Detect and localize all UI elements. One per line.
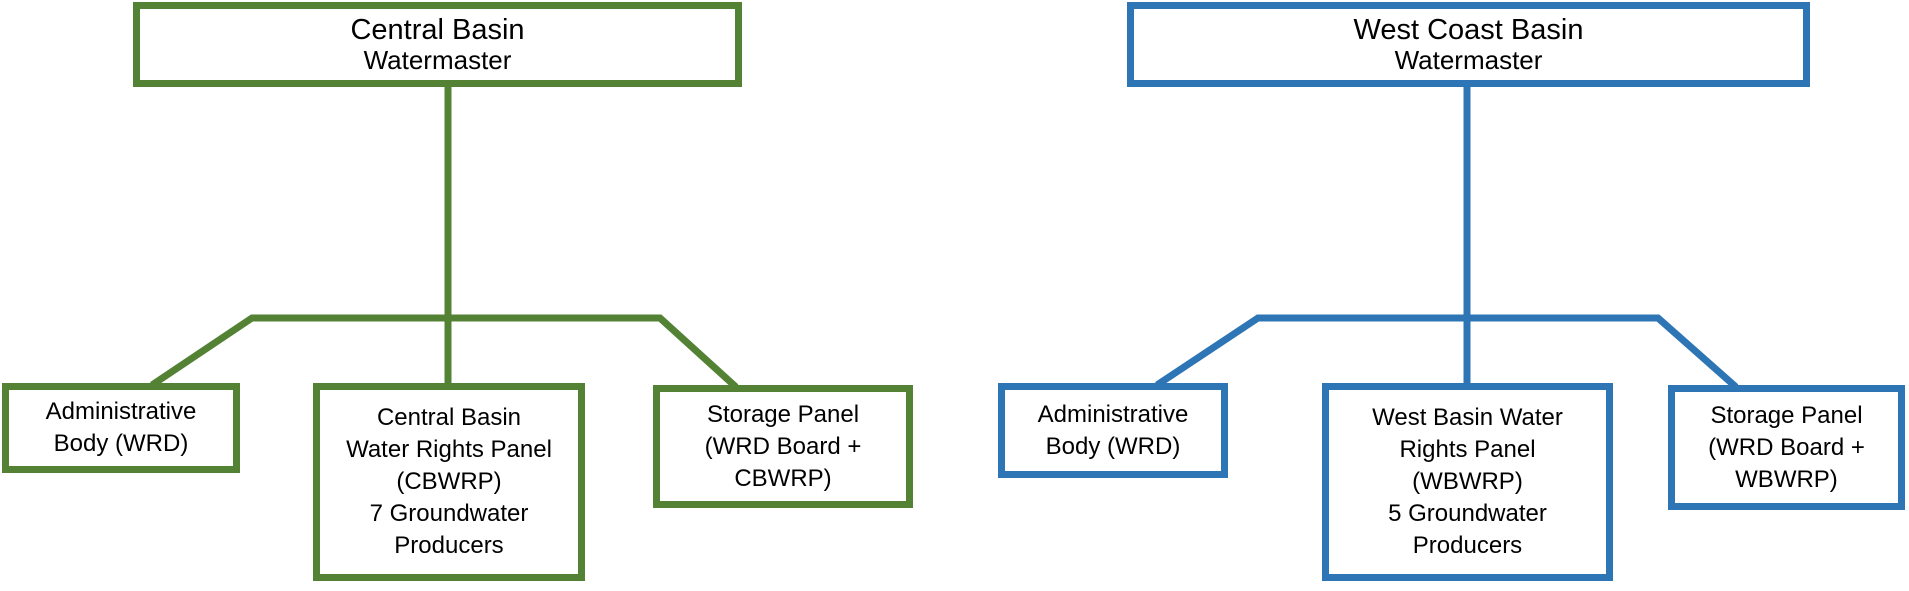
- west-coast-basin-storage-panel-box: Storage Panel (WRD Board + WBWRP): [1668, 385, 1905, 510]
- west-coast-basin-branch-connector: [1155, 314, 1739, 390]
- west-coast-basin-storage-panel-label: Storage Panel (WRD Board + WBWRP): [1708, 401, 1865, 493]
- central-basin-title: Central Basin: [350, 14, 525, 46]
- central-basin-administrative-body-label: Administrative Body (WRD): [45, 398, 197, 457]
- central-basin-water-rights-panel-label: Central Basin Water Rights Panel (CBWRP)…: [346, 404, 552, 559]
- west-coast-basin-administrative-body-box: Administrative Body (WRD): [998, 383, 1228, 478]
- west-coast-basin-root-box: West Coast Basin Watermaster: [1127, 2, 1810, 87]
- central-basin-water-rights-panel-box: Central Basin Water Rights Panel (CBWRP)…: [313, 383, 585, 581]
- west-coast-basin-title: West Coast Basin: [1353, 14, 1584, 46]
- west-coast-basin-administrative-body-label: Administrative Body (WRD): [1037, 400, 1189, 460]
- central-basin-administrative-body-box: Administrative Body (WRD): [2, 383, 240, 473]
- central-basin-storage-panel-box: Storage Panel (WRD Board + CBWRP): [653, 385, 913, 508]
- central-basin-root-box: Central Basin Watermaster: [133, 2, 742, 87]
- west-basin-water-rights-panel-box: West Basin Water Rights Panel (WBWRP) 5 …: [1322, 383, 1613, 581]
- central-basin-subtitle: Watermaster: [363, 45, 512, 75]
- central-basin-storage-panel-label: Storage Panel (WRD Board + CBWRP): [704, 400, 862, 492]
- central-basin-branch-connector: [150, 314, 739, 390]
- west-basin-water-rights-panel-label: West Basin Water Rights Panel (WBWRP) 5 …: [1372, 404, 1563, 559]
- west-coast-basin-subtitle: Watermaster: [1394, 45, 1543, 75]
